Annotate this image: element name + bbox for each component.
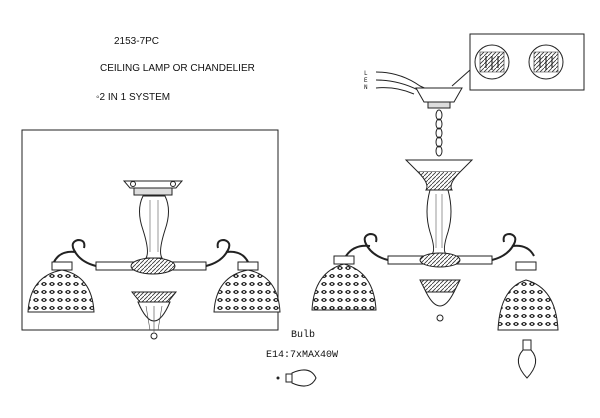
ceiling-lamp-view — [21, 129, 281, 340]
wire-label-n: N — [364, 84, 368, 91]
wire-label-l: L — [364, 70, 368, 77]
system-note: ◦2 IN 1 SYSTEM — [96, 92, 171, 103]
bulb-label: Bulb — [291, 330, 316, 341]
wiring-detail — [451, 33, 585, 91]
chain — [435, 109, 443, 157]
wire-label-e: E — [364, 77, 368, 84]
bulb-icon-small — [276, 369, 317, 387]
model-number: 2153-7PC — [114, 36, 160, 47]
bulb-icon-large — [517, 339, 537, 379]
product-type: CEILING LAMP OR CHANDELIER — [100, 63, 255, 74]
wiring-labels: L E N — [364, 70, 368, 91]
chandelier-view — [311, 71, 559, 379]
bulb-spec: E14:7xMAX40W — [266, 350, 339, 361]
